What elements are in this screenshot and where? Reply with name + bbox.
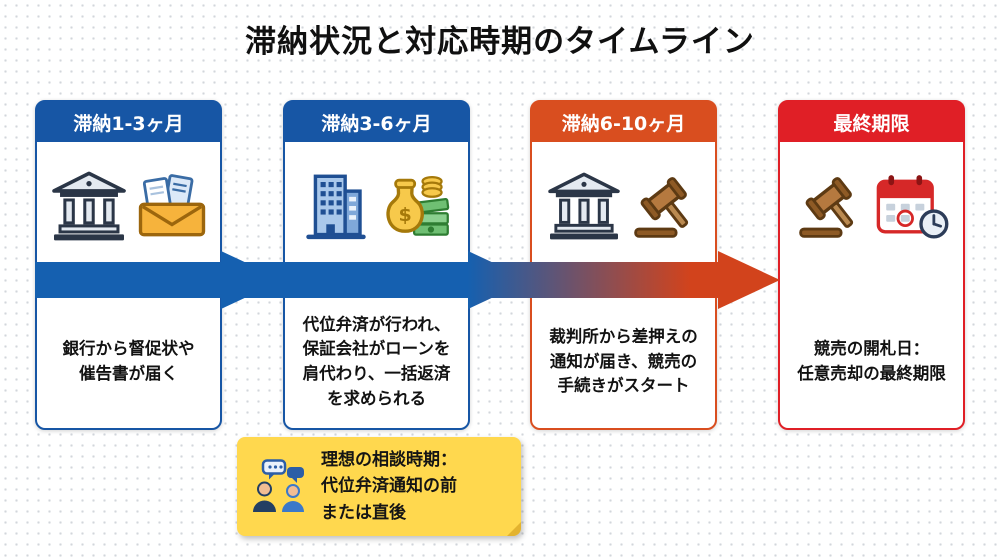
card-header: 滞納6-10ヶ月 xyxy=(532,102,715,142)
card-icons xyxy=(532,150,715,262)
page-title: 滞納状況と対応時期のタイムライン xyxy=(245,24,755,60)
office-building-icon xyxy=(304,172,368,240)
gavel-icon xyxy=(795,173,867,239)
card-header: 最終期限 xyxy=(780,102,963,142)
courthouse-icon xyxy=(546,172,622,240)
consultation-chat-icon xyxy=(251,458,309,516)
card-body-text: 裁判所から差押えの 通知が届き、競売の 手続きがスタート xyxy=(549,326,698,396)
card-body-text: 代位弁済が行われ、 保証会社がローンを 肩代わり、一括返済 を求められる xyxy=(302,314,451,408)
card-header: 滞納1-3ヶ月 xyxy=(37,102,220,142)
note-text: 理想の相談時期： 代位弁済通知の前 または直後 xyxy=(321,450,457,523)
mail-icon xyxy=(136,173,208,239)
gavel-icon xyxy=(630,173,702,239)
card-icons: $ xyxy=(285,150,468,262)
money-bag-icon: $ xyxy=(376,173,450,239)
card-icons xyxy=(37,150,220,262)
timeline-card-4: 最終期限 xyxy=(778,100,965,430)
card-body-text: 競売の開札日： 任意売却の最終期限 xyxy=(797,339,946,383)
calendar-clock-icon xyxy=(875,173,949,239)
consultation-note: 理想の相談時期： 代位弁済通知の前 または直後 xyxy=(237,437,521,537)
svg-text:$: $ xyxy=(398,204,411,226)
timeline-arrow xyxy=(35,251,780,309)
card-icons xyxy=(780,150,963,262)
card-body-text: 銀行から督促状や 催告書が届く xyxy=(62,339,195,383)
bank-icon xyxy=(50,171,128,241)
card-header: 滞納3-6ヶ月 xyxy=(285,102,468,142)
